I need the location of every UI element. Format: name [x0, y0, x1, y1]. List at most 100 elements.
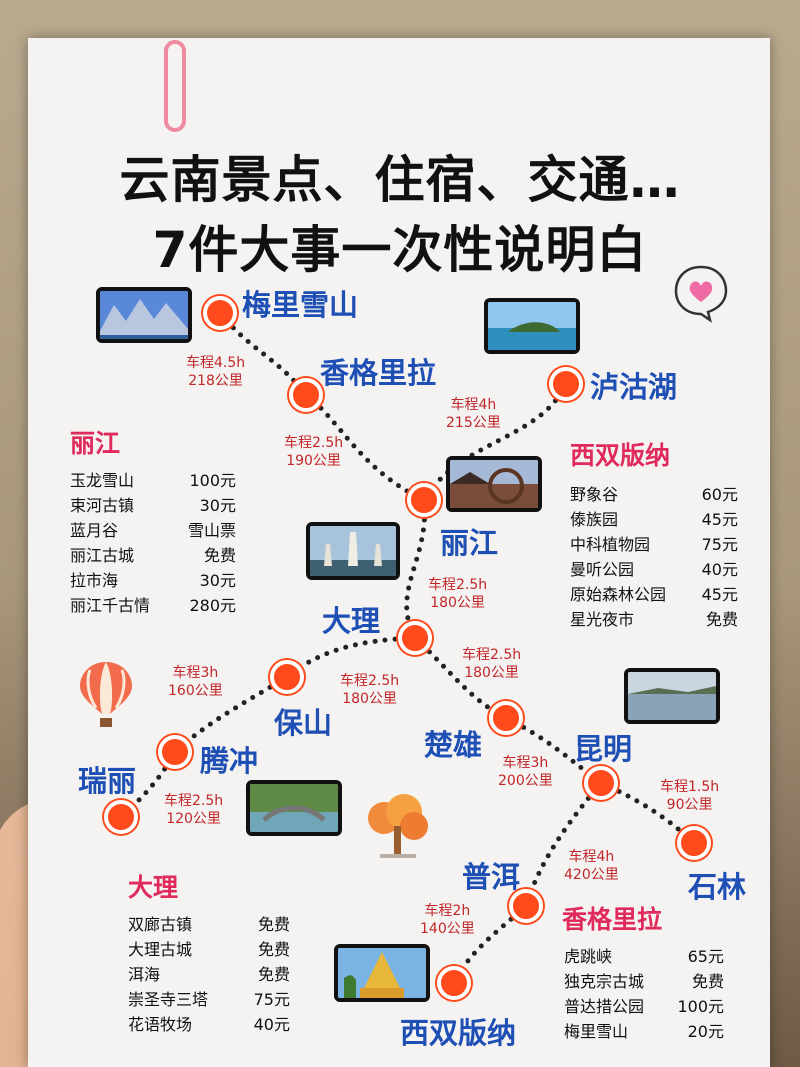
dest-lijiang: 丽江 — [440, 526, 499, 560]
dest-baoshan: 保山 — [274, 706, 333, 740]
dest-shangri: 香格里拉 — [320, 356, 437, 390]
marker-meili[interactable] — [203, 296, 237, 330]
marker-dali[interactable] — [398, 621, 432, 655]
item-name: 丽江千古情 — [70, 596, 151, 615]
leg-distance: 420公里 — [564, 867, 619, 883]
marker-shangri[interactable] — [289, 378, 323, 412]
item-name: 拉市海 — [70, 571, 119, 590]
list-item: 蓝月谷 雪山票 — [70, 518, 236, 543]
marker-lugu[interactable] — [549, 367, 583, 401]
list-item: 拉市海 30元 — [70, 568, 236, 593]
item-price: 雪山票 — [187, 521, 236, 540]
item-price: 100元 — [189, 471, 236, 490]
photo-lugu-lake — [484, 298, 580, 354]
list-item: 独克宗古城 免费 — [564, 969, 724, 994]
leg-distance: 120公里 — [166, 811, 221, 827]
leg-distance: 160公里 — [168, 683, 223, 699]
item-name: 束河古镇 — [70, 496, 135, 515]
item-name: 洱海 — [128, 965, 161, 984]
leg-time: 车程2.5h — [164, 793, 224, 809]
section-title-shangri: 香格里拉 — [562, 905, 663, 934]
item-name: 大理古城 — [128, 940, 193, 959]
item-name: 曼听公园 — [570, 560, 635, 579]
paperclip-icon — [164, 40, 186, 132]
leg-distance: 140公里 — [420, 921, 475, 937]
leg-distance: 180公里 — [464, 665, 519, 681]
photo-xsbn-temple — [334, 944, 430, 1002]
list-item: 束河古镇 30元 — [70, 493, 236, 518]
hot-air-balloon-icon — [80, 662, 132, 727]
item-price: 免费 — [257, 915, 290, 934]
item-name: 普达措公园 — [564, 997, 645, 1016]
leg-dali-baoshan: 车程2.5h 180公里 — [340, 672, 399, 708]
item-price: 60元 — [701, 485, 738, 504]
dest-lugu: 泸沽湖 — [590, 370, 678, 404]
marker-kunming[interactable] — [584, 766, 618, 800]
leg-kunming-shilin: 车程1.5h 90公里 — [660, 778, 719, 814]
marker-baoshan[interactable] — [270, 660, 304, 694]
item-name: 花语牧场 — [128, 1015, 193, 1034]
dest-puer: 普洱 — [462, 860, 521, 894]
photo-lijiang-town — [446, 456, 542, 512]
dest-xsbn: 西双版纳 — [400, 1016, 517, 1050]
marker-puer[interactable] — [509, 889, 543, 923]
leg-time: 车程3h — [172, 665, 219, 681]
leg-distance: 90公里 — [666, 797, 713, 813]
list-item: 双廊古镇免费 — [128, 912, 290, 937]
leg-shangri-lijiang: 车程2.5h 190公里 — [284, 434, 343, 470]
list-item: 洱海免费 — [128, 962, 290, 987]
marker-xsbn[interactable] — [437, 966, 471, 1000]
item-name: 独克宗古城 — [564, 972, 645, 991]
dest-meili: 梅里雪山 — [242, 288, 359, 322]
leg-distance: 180公里 — [342, 691, 397, 707]
item-name: 虎跳峡 — [564, 947, 613, 966]
marker-lijiang[interactable] — [407, 483, 441, 517]
item-price: 75元 — [253, 990, 290, 1009]
item-price: 20元 — [687, 1022, 724, 1041]
item-price: 30元 — [199, 571, 236, 590]
leg-kunming-puer: 车程4h 420公里 — [564, 848, 619, 884]
item-price: 100元 — [677, 997, 724, 1016]
marker-ruili[interactable] — [104, 800, 138, 834]
marker-tengchong[interactable] — [158, 735, 192, 769]
leg-time: 车程2.5h — [340, 673, 400, 689]
leg-dali-chuxiong: 车程2.5h 180公里 — [462, 646, 521, 682]
list-item: 虎跳峡 65元 — [564, 944, 724, 969]
leg-distance: 200公里 — [498, 773, 553, 789]
item-price: 280元 — [189, 596, 236, 615]
photo-dali-pagodas — [306, 522, 400, 580]
leg-time: 车程2.5h — [462, 647, 522, 663]
marker-chuxiong[interactable] — [489, 701, 523, 735]
photo-kunming-lake — [624, 668, 720, 724]
dest-kunming: 昆明 — [574, 732, 633, 766]
list-item: 丽江千古情 280元 — [70, 593, 236, 618]
item-price: 免费 — [257, 940, 290, 959]
marker-shilin[interactable] — [677, 826, 711, 860]
page-subtitle: 7件大事一次性说明白 — [152, 221, 648, 279]
item-name: 丽江古城 — [70, 546, 135, 565]
item-price: 45元 — [701, 585, 738, 604]
item-price: 30元 — [199, 496, 236, 515]
item-name: 蓝月谷 — [70, 521, 119, 540]
leg-time: 车程2.5h — [284, 435, 344, 451]
list-item: 玉龙雪山 100元 — [70, 468, 236, 493]
leg-chuxiong-kunming: 车程3h 200公里 — [498, 754, 553, 790]
item-price: 65元 — [687, 947, 724, 966]
dest-tengchong: 腾冲 — [200, 744, 259, 778]
photo-tengchong-bridge — [246, 780, 342, 836]
item-price: 免费 — [691, 972, 724, 991]
tree-icon — [368, 794, 428, 858]
leg-lugu-lijiang: 车程4h 215公里 — [446, 396, 501, 432]
item-name: 玉龙雪山 — [70, 471, 135, 490]
item-name: 中科植物园 — [570, 535, 651, 554]
leg-time: 车程4.5h — [186, 355, 246, 371]
